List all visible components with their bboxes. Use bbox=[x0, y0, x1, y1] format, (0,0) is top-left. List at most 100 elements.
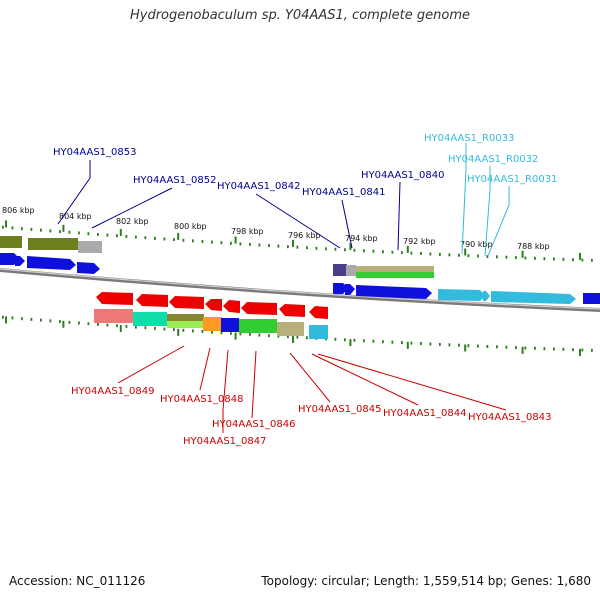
gene-arrow[interactable] bbox=[27, 256, 76, 270]
tick-mark bbox=[458, 253, 460, 257]
feature-box[interactable] bbox=[78, 241, 102, 253]
leader-line bbox=[57, 160, 91, 225]
tick-mark bbox=[543, 347, 546, 351]
tick-mark bbox=[458, 343, 460, 347]
gene-label[interactable]: HY04AAS1_0846 bbox=[212, 419, 295, 430]
feature-box[interactable] bbox=[28, 238, 78, 250]
gene-arrow[interactable] bbox=[483, 291, 490, 301]
feature-box[interactable] bbox=[0, 236, 22, 248]
feature-box[interactable] bbox=[167, 314, 204, 321]
tick-mark bbox=[2, 315, 4, 319]
gene-arrow[interactable] bbox=[169, 296, 204, 309]
feature-box[interactable] bbox=[221, 318, 239, 332]
feature-box[interactable] bbox=[309, 325, 328, 339]
tick-mark bbox=[353, 248, 356, 252]
tick-mark bbox=[287, 335, 289, 339]
tick-mark bbox=[173, 328, 175, 332]
ruler-label: 790 kbp bbox=[460, 240, 493, 249]
major-tick-mark bbox=[521, 346, 524, 354]
tick-mark bbox=[78, 231, 80, 235]
tick-mark bbox=[220, 241, 223, 245]
gene-label[interactable]: HY04AAS1_R0031 bbox=[467, 174, 557, 185]
feature-box[interactable] bbox=[356, 272, 434, 278]
gene-label[interactable]: HY04AAS1_R0032 bbox=[448, 154, 538, 165]
tick-mark bbox=[515, 346, 517, 350]
gene-arrow[interactable] bbox=[438, 289, 486, 301]
leader-line bbox=[487, 186, 510, 257]
gene-arrow[interactable] bbox=[136, 294, 168, 307]
gene-label[interactable]: HY04AAS1_0852 bbox=[133, 175, 216, 186]
ruler-label: 796 kbp bbox=[288, 231, 321, 240]
tick-mark bbox=[591, 258, 593, 262]
tick-mark bbox=[581, 258, 584, 262]
gene-label[interactable]: HY04AAS1_0844 bbox=[383, 408, 466, 419]
tick-mark bbox=[106, 233, 109, 237]
gene-arrow[interactable] bbox=[223, 300, 240, 313]
feature-box[interactable] bbox=[239, 319, 277, 333]
gene-arrow[interactable] bbox=[583, 293, 600, 304]
major-tick-mark bbox=[579, 348, 581, 356]
feature-box[interactable] bbox=[333, 264, 347, 276]
gene-label[interactable]: HY04AAS1_R0033 bbox=[424, 133, 514, 144]
gene-arrow[interactable] bbox=[333, 283, 348, 294]
gene-label[interactable]: HY04AAS1_0848 bbox=[160, 394, 243, 405]
tick-mark bbox=[401, 251, 403, 255]
tick-mark bbox=[182, 328, 185, 332]
gene-label[interactable]: HY04AAS1_0842 bbox=[217, 181, 300, 192]
major-tick-mark bbox=[292, 335, 294, 343]
gene-label[interactable]: HY04AAS1_0843 bbox=[468, 412, 551, 423]
leader-line bbox=[484, 166, 491, 257]
gene-arrow[interactable] bbox=[96, 292, 133, 305]
gene-arrow[interactable] bbox=[356, 285, 432, 299]
leader-line bbox=[255, 193, 341, 249]
gene-label[interactable]: HY04AAS1_0841 bbox=[302, 187, 385, 198]
tick-mark bbox=[382, 250, 384, 254]
gene-arrow[interactable] bbox=[77, 262, 100, 274]
tick-mark bbox=[448, 343, 451, 347]
gene-arrow[interactable] bbox=[241, 302, 277, 315]
tick-mark bbox=[306, 336, 308, 340]
major-tick-mark bbox=[579, 252, 581, 260]
major-tick-mark bbox=[119, 325, 122, 332]
major-tick-mark bbox=[349, 243, 352, 251]
leader-lines-forward bbox=[57, 160, 401, 251]
gene-arrow[interactable] bbox=[309, 306, 328, 319]
gene-label[interactable]: HY04AAS1_0853 bbox=[53, 147, 136, 158]
feature-box[interactable] bbox=[346, 265, 356, 276]
leader-line bbox=[317, 353, 507, 411]
tick-mark bbox=[496, 345, 498, 349]
major-tick-mark bbox=[406, 341, 409, 349]
gene-arrow[interactable] bbox=[15, 256, 25, 266]
tick-mark bbox=[2, 225, 4, 229]
gene-label[interactable]: HY04AAS1_0847 bbox=[183, 436, 266, 447]
feature-box[interactable] bbox=[167, 321, 204, 328]
feature-box[interactable] bbox=[356, 266, 434, 272]
tick-mark bbox=[277, 334, 280, 338]
gene-arrow[interactable] bbox=[345, 284, 355, 295]
feature-box[interactable] bbox=[94, 309, 133, 323]
leader-lines-rna bbox=[461, 143, 510, 257]
tick-mark bbox=[68, 230, 71, 234]
gene-label[interactable]: HY04AAS1_0849 bbox=[71, 386, 154, 397]
gene-label[interactable]: HY04AAS1_0845 bbox=[298, 404, 381, 415]
major-tick-mark bbox=[62, 224, 65, 232]
gene-label[interactable]: HY04AAS1_0840 bbox=[361, 170, 444, 181]
gene-arrow[interactable] bbox=[279, 304, 305, 317]
tick-mark bbox=[562, 257, 565, 261]
major-tick-mark bbox=[177, 328, 180, 336]
feature-box[interactable] bbox=[277, 322, 304, 336]
gene-arrow[interactable] bbox=[491, 291, 576, 304]
tick-mark bbox=[467, 344, 470, 348]
leader-line bbox=[91, 187, 173, 229]
tick-mark bbox=[249, 332, 251, 336]
major-tick-mark bbox=[464, 248, 467, 256]
tick-mark bbox=[524, 346, 527, 350]
major-tick-mark bbox=[464, 344, 467, 352]
tick-mark bbox=[420, 342, 422, 345]
tick-mark bbox=[429, 252, 432, 256]
tick-mark bbox=[505, 255, 508, 259]
feature-box[interactable] bbox=[133, 312, 167, 326]
gene-arrow[interactable] bbox=[205, 299, 222, 311]
feature-box[interactable] bbox=[203, 317, 222, 331]
